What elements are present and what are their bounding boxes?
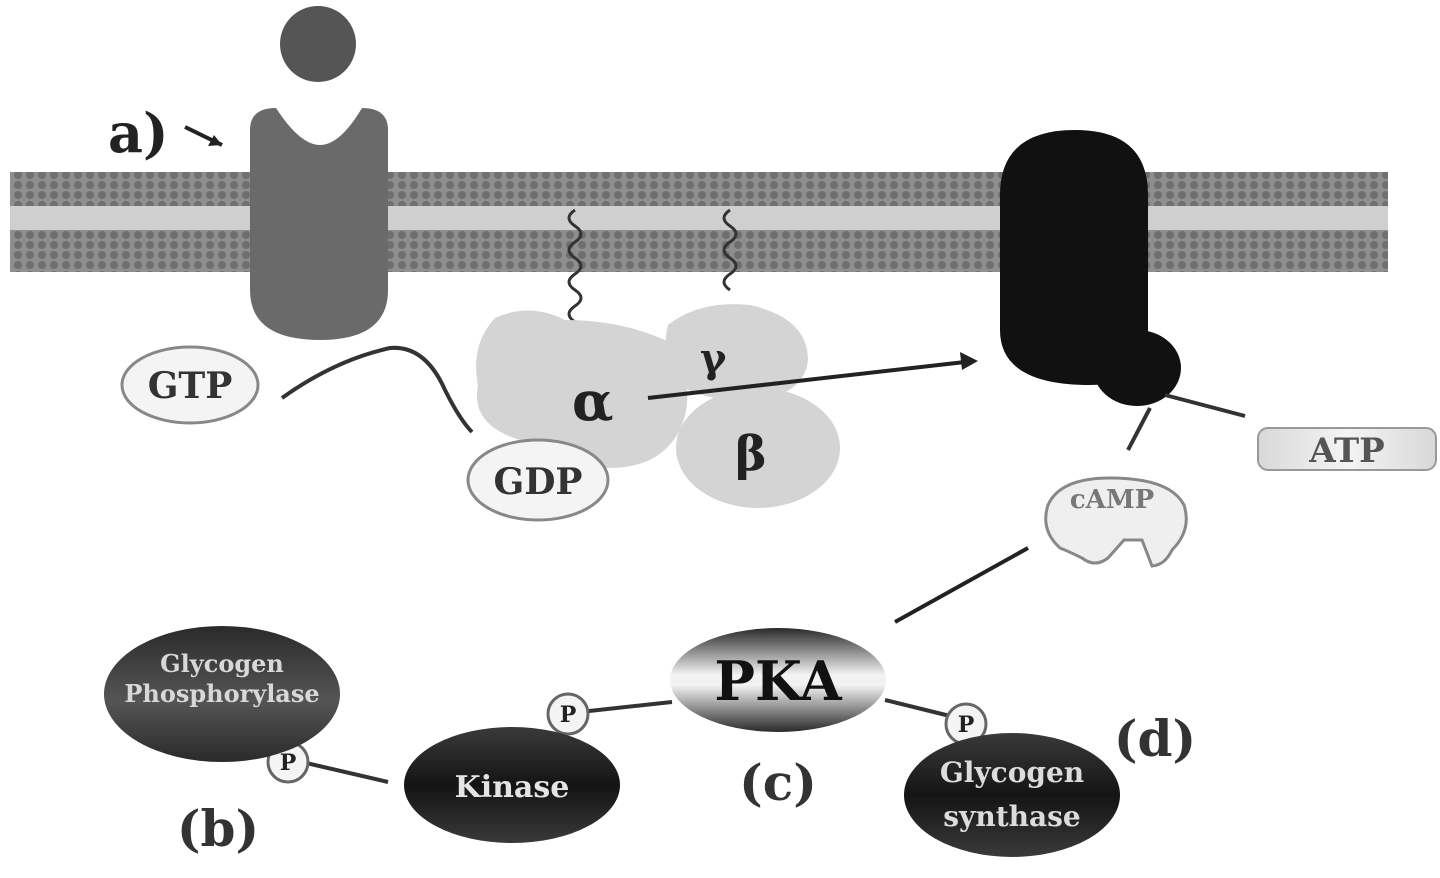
glycogen-phosphorylase-label-line2: Phosphorylase: [124, 679, 319, 708]
g-protein-beta-subunit: [676, 388, 840, 508]
pka-label: PKA: [714, 649, 842, 713]
atp-to-cyclase-line: [1164, 393, 1246, 418]
label-d: (d): [1114, 709, 1196, 768]
adenylyl-cyclase-catalytic-domain: [1093, 330, 1181, 406]
label-b: (b): [177, 799, 259, 858]
pka-to-kinase-line: [579, 700, 673, 714]
ligand: [280, 6, 356, 82]
beta-label: β: [735, 426, 767, 482]
lipid-anchor-gamma: [722, 208, 738, 292]
gtp-gdp-exchange-line: [280, 345, 474, 434]
glycogen-synthase-label-line1: Glycogen: [940, 756, 1084, 789]
gdp-label: GDP: [493, 461, 582, 503]
atp-molecule: [1257, 427, 1437, 471]
g-protein-gamma-subunit: [665, 304, 808, 401]
kinase-phosphate: [546, 692, 590, 736]
atp-label: ATP: [1308, 431, 1384, 471]
label-c: (c): [739, 753, 817, 812]
camp-label: cAMP: [1070, 485, 1154, 515]
glycogen-synthase-enzyme: [904, 733, 1120, 857]
cell-membrane: [10, 172, 1388, 272]
synthase-phosphate-label: P: [958, 712, 975, 738]
alpha-label: α: [572, 369, 614, 433]
adenylyl-cyclase: [1000, 130, 1148, 385]
cyclase-to-camp-line: [1126, 407, 1152, 451]
gdp-molecule: [466, 438, 610, 522]
gtp-label: GTP: [148, 365, 233, 407]
glycogen-phosphorylase-label-line1: Glycogen: [160, 649, 284, 678]
glycogen-synthase-label-line2: synthase: [943, 800, 1080, 833]
gtp-molecule: [120, 345, 260, 425]
kinase-phosphate-label: P: [560, 702, 577, 728]
glycogen-phosphorylase-enzyme: [104, 626, 340, 762]
g-protein-alpha-subunit: [476, 310, 688, 468]
receptor: [250, 108, 388, 340]
camp-molecule: [1044, 476, 1188, 568]
gamma-label: γ: [700, 335, 727, 382]
kinase-label: Kinase: [455, 770, 570, 805]
label-a-arrowhead: [208, 135, 222, 146]
camp-to-pka-arrow: [894, 546, 1029, 624]
alpha-to-cyclase-arrowhead: [960, 352, 978, 370]
kinase-enzyme: [404, 727, 620, 843]
phosphorylase-phosphate-label: P: [280, 750, 297, 776]
lipid-anchor-alpha: [567, 208, 583, 324]
kinase-to-phosphorylase-line: [301, 760, 389, 784]
pka-to-synthase-line: [884, 698, 951, 718]
alpha-to-cyclase-arrow: [647, 360, 966, 400]
pka-enzyme: [670, 628, 886, 732]
label-a: a): [108, 101, 169, 165]
